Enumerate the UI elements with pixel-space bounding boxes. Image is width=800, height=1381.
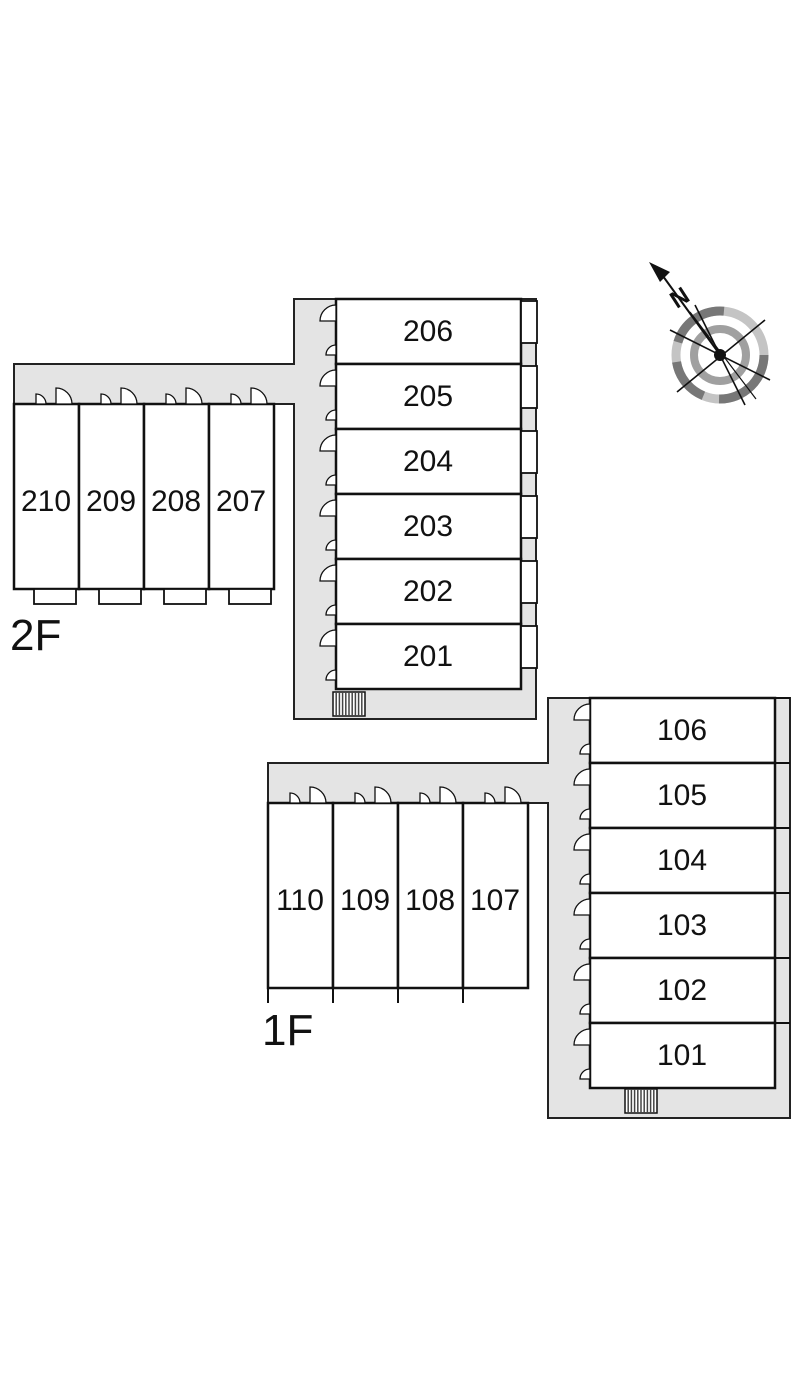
door-icon: [35, 393, 47, 405]
room-label: 101: [657, 1039, 707, 1072]
floor-label: 1F: [262, 1006, 313, 1055]
door-icon: [325, 474, 337, 486]
room-label: 103: [657, 909, 707, 942]
room-label: 207: [216, 485, 266, 518]
room-108: [396, 801, 465, 990]
door-icon: [579, 1068, 591, 1080]
door-icon: [573, 768, 591, 786]
door-icon: [55, 387, 73, 405]
door-icon: [374, 786, 392, 804]
room-label: 209: [86, 485, 136, 518]
door-icon: [100, 393, 112, 405]
door-icon: [579, 873, 591, 885]
door-icon: [325, 409, 337, 421]
balcony: [228, 588, 272, 605]
room-label: 204: [403, 445, 453, 478]
door-icon: [325, 344, 337, 356]
door-icon: [230, 393, 242, 405]
balcony: [520, 560, 538, 604]
room-209: [77, 402, 146, 591]
floor-1f: 110 109 108 107 106 105 104 103 102 101 1F: [262, 696, 791, 1119]
room-label: 206: [403, 315, 453, 348]
room-label: 202: [403, 575, 453, 608]
room-207: [207, 402, 276, 591]
room-202: [334, 557, 523, 626]
door-icon: [319, 304, 337, 322]
room-203: [334, 492, 523, 561]
balcony: [520, 495, 538, 539]
room-label: 107: [470, 884, 520, 917]
door-icon: [185, 387, 203, 405]
door-icon: [484, 792, 496, 804]
room-label: 205: [403, 380, 453, 413]
balcony: [33, 588, 77, 605]
room-206: [334, 297, 523, 366]
room-label: 108: [405, 884, 455, 917]
balcony: [163, 588, 207, 605]
door-icon: [325, 604, 337, 616]
balcony: [520, 625, 538, 669]
balcony: [520, 365, 538, 409]
door-icon: [319, 434, 337, 452]
compass-icon: N: [649, 262, 771, 406]
room-label: 201: [403, 640, 453, 673]
door-icon: [579, 808, 591, 820]
room-label: 106: [657, 714, 707, 747]
room-109: [331, 801, 400, 990]
door-icon: [319, 369, 337, 387]
door-icon: [250, 387, 268, 405]
door-icon: [289, 792, 301, 804]
room-102: [588, 956, 777, 1025]
door-icon: [419, 792, 431, 804]
door-icon: [319, 564, 337, 582]
door-icon: [165, 393, 177, 405]
room-label: 102: [657, 974, 707, 1007]
room-label: 104: [657, 844, 707, 877]
door-icon: [319, 629, 337, 647]
door-icon: [354, 792, 366, 804]
door-icon: [325, 539, 337, 551]
door-icon: [120, 387, 138, 405]
room-label: 109: [340, 884, 390, 917]
room-label: 105: [657, 779, 707, 812]
door-icon: [579, 743, 591, 755]
room-label: 203: [403, 510, 453, 543]
door-icon: [579, 938, 591, 950]
room-label: 110: [276, 884, 324, 917]
door-icon: [573, 898, 591, 916]
door-icon: [504, 786, 522, 804]
door-icon: [573, 833, 591, 851]
room-label: 210: [21, 485, 71, 518]
door-icon: [573, 963, 591, 981]
room-107: [461, 801, 530, 990]
floor-2f: 210 209 208 207 206 205 204 203 202 201 2F: [10, 297, 538, 720]
door-icon: [309, 786, 327, 804]
door-icon: [325, 669, 337, 681]
door-icon: [579, 1003, 591, 1015]
room-201: [334, 622, 523, 691]
door-icon: [319, 499, 337, 517]
balcony: [98, 588, 142, 605]
room-104: [588, 826, 777, 895]
balcony: [520, 430, 538, 474]
room-101: [588, 1021, 777, 1090]
floor-label: 2F: [10, 611, 61, 660]
door-icon: [573, 1028, 591, 1046]
door-icon: [439, 786, 457, 804]
door-icon: [573, 703, 591, 721]
room-label: 208: [151, 485, 201, 518]
balcony: [520, 300, 538, 344]
room-103: [588, 891, 777, 960]
